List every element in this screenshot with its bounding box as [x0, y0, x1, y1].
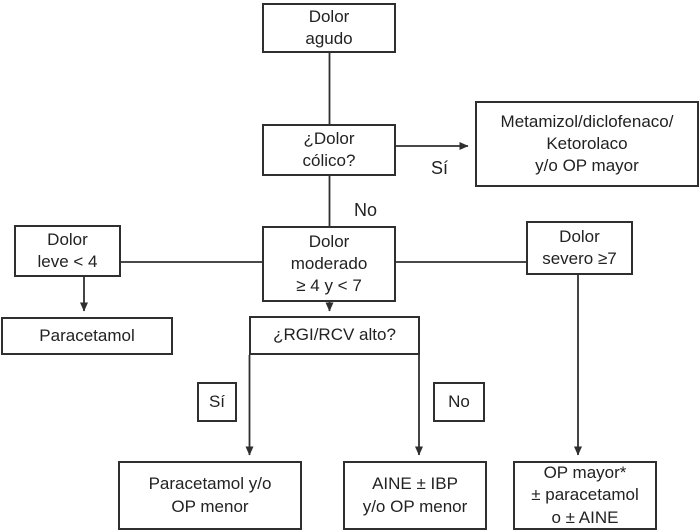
node-paracetamol: Paracetamol — [1, 317, 173, 355]
edge-label-si-colico: Sí — [431, 158, 449, 178]
node-dolor-severo: Dolor severo ≥7 — [526, 221, 633, 275]
node-dolor-agudo: Dolor agudo — [262, 3, 396, 53]
edge-label-no-colico: No — [354, 200, 378, 220]
node-rgi-rcv-alto: ¿RGI/RCV alto? — [249, 316, 420, 355]
node-aine-ibp-op-menor: AINE ± IBP y/o OP menor — [343, 461, 487, 530]
node-si-label-box: Sí — [197, 382, 237, 422]
node-dolor-leve: Dolor leve < 4 — [14, 225, 121, 277]
node-no-label-box: No — [433, 382, 485, 422]
node-metamizol-diclofenaco-ketorolaco: Metamizol/diclofenaco/ Ketorolaco y/o OP… — [475, 101, 699, 187]
node-dolor-colico: ¿Dolor cólico? — [262, 124, 396, 176]
node-dolor-moderado: Dolor moderado ≥ 4 y < 7 — [262, 226, 396, 302]
node-paracetamol-op-menor: Paracetamol y/o OP menor — [118, 461, 302, 530]
node-op-mayor-paracetamol-aine: OP mayor* ± paracetamol o ± AINE — [513, 461, 657, 530]
